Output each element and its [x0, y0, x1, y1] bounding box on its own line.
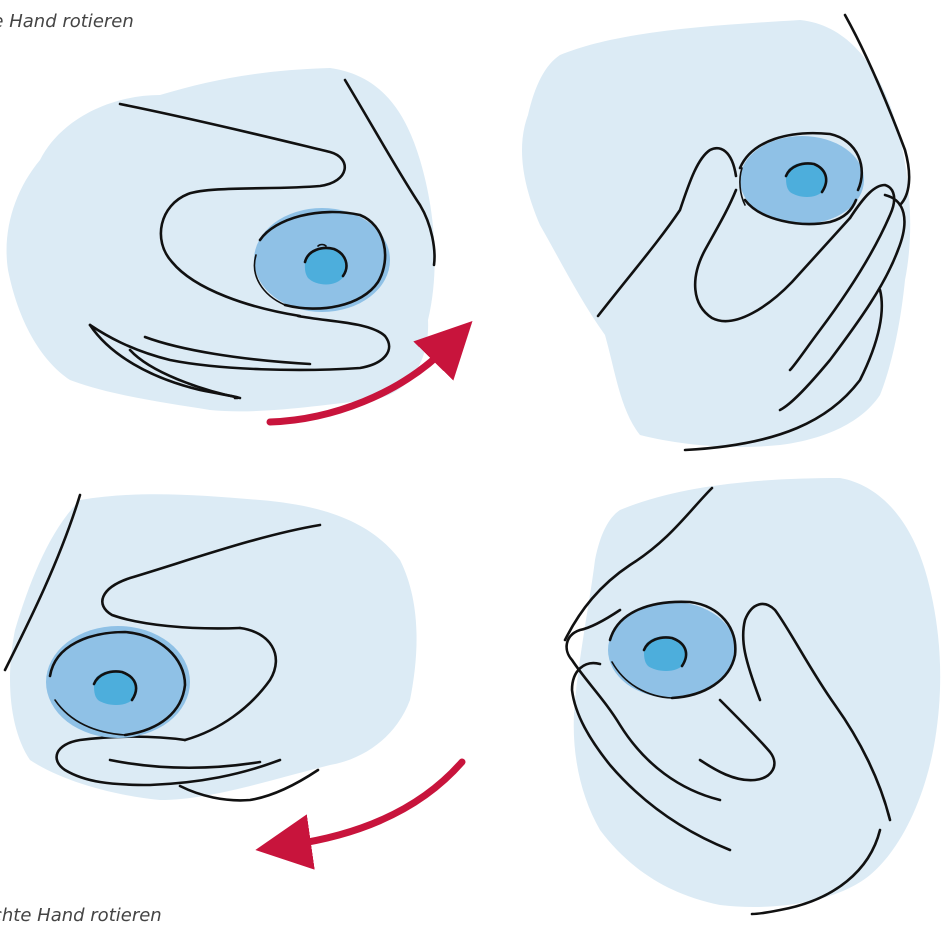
- figure-top-right: [522, 15, 910, 450]
- figure-bottom-left: [5, 494, 462, 845]
- areola-top-left: [254, 208, 390, 312]
- arrow-rotate-down-bottom-left: [290, 762, 462, 845]
- areola-bottom-right: [608, 602, 736, 698]
- breast-shape-top-right: [522, 20, 910, 447]
- figure-top-left: [7, 68, 448, 422]
- areola-bottom-left: [46, 626, 190, 738]
- figure-bottom-right: [565, 478, 940, 914]
